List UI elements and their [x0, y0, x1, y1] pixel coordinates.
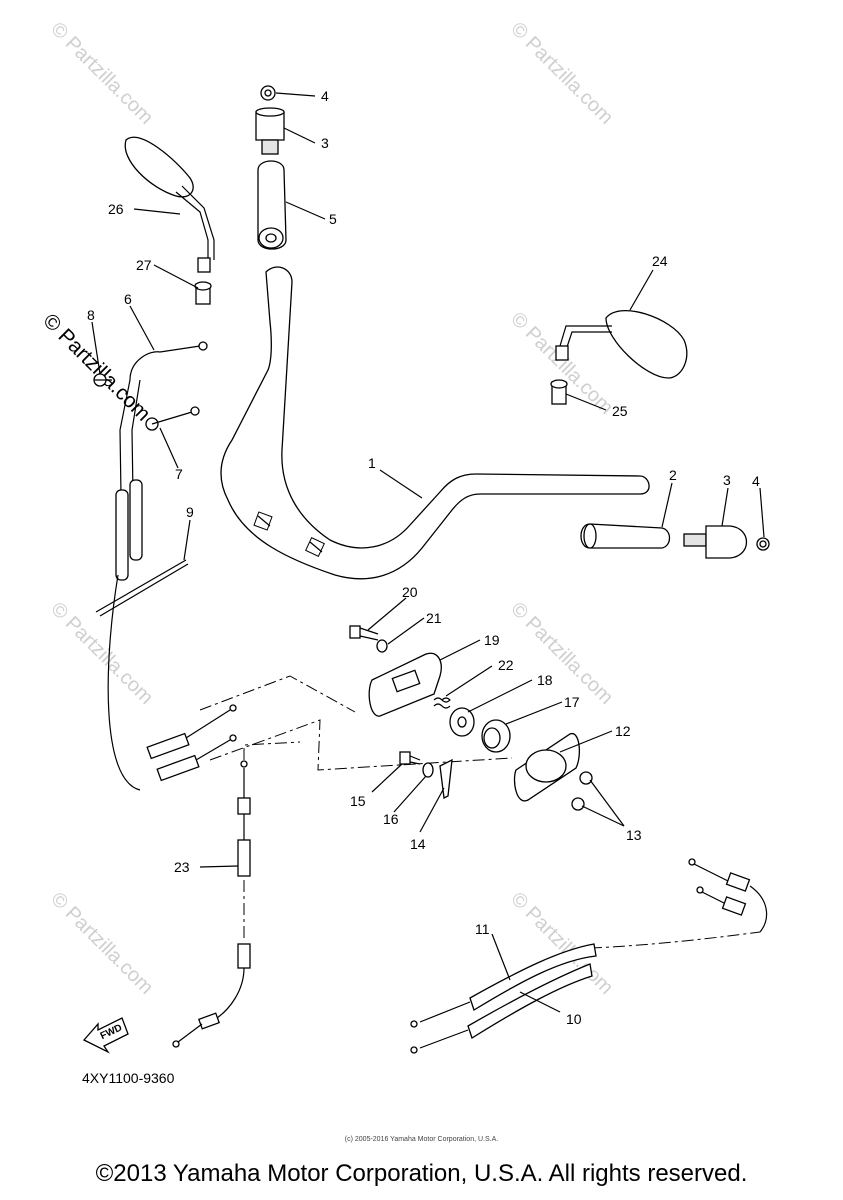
callout-6[interactable]: 6: [124, 291, 132, 307]
part-3-bar-end-right[interactable]: [683, 525, 747, 559]
callout-16[interactable]: 16: [383, 811, 399, 827]
watermark: © Partzilla.com: [46, 888, 157, 999]
watermark: © Partzilla.com: [506, 18, 617, 129]
callout-25[interactable]: 25: [612, 403, 628, 419]
part-23-cable[interactable]: [172, 760, 251, 1048]
callout-7[interactable]: 7: [175, 466, 183, 482]
part-7-clamp[interactable]: [145, 406, 200, 431]
part-2-grip[interactable]: [580, 523, 671, 549]
part-14-clip[interactable]: [439, 758, 453, 799]
callout-3[interactable]: 3: [321, 135, 329, 151]
part-19-housing[interactable]: [368, 652, 442, 717]
callout-20[interactable]: 20: [402, 584, 418, 600]
part-6-cable-guide[interactable]: [115, 341, 208, 581]
callouts: 4 3 5 26 27 24 25 8 6 7 9 1 2 3 4 20 21 …: [87, 88, 760, 1027]
part-18-pulley[interactable]: [449, 707, 475, 737]
callout-22[interactable]: 22: [498, 657, 514, 673]
throttle-cable-ends[interactable]: [146, 704, 237, 782]
part-12-cover[interactable]: [513, 733, 581, 802]
part-9-cable-tie[interactable]: [95, 559, 189, 617]
part-4-nut-top[interactable]: [260, 85, 276, 101]
watermark-dark: © Partzilla.com: [38, 309, 154, 425]
small-copyright: (c) 2005-2016 Yamaha Motor Corporation, …: [344, 1136, 499, 1143]
part-1-handlebar[interactable]: [220, 266, 650, 580]
callout-17[interactable]: 17: [564, 694, 580, 710]
callout-2[interactable]: 2: [669, 467, 677, 483]
part-4-nut-right[interactable]: [756, 537, 770, 551]
callout-12[interactable]: 12: [615, 723, 631, 739]
assembly-line: [589, 931, 761, 949]
part-27-adapter-left[interactable]: [194, 281, 212, 305]
cable-left-long: [107, 574, 141, 791]
part-13-nuts[interactable]: [571, 771, 593, 811]
callout-26[interactable]: 26: [108, 201, 124, 217]
part-20-bolt[interactable]: [349, 625, 379, 641]
part-21-washer[interactable]: [376, 639, 388, 653]
fwd-arrow-icon: FWD: [82, 1017, 129, 1054]
part-25-adapter-right[interactable]: [550, 379, 568, 405]
assembly-line: [209, 719, 513, 771]
callout-4[interactable]: 4: [321, 88, 329, 104]
watermark: © Partzilla.com: [46, 18, 157, 129]
part-5-grip-left[interactable]: [257, 160, 287, 250]
callout-3[interactable]: 3: [723, 472, 731, 488]
part-11-cable[interactable]: [410, 943, 597, 1028]
callout-14[interactable]: 14: [410, 836, 426, 852]
leader-lines: [91, 92, 765, 1013]
part-15-screw[interactable]: [399, 751, 421, 765]
assembly-line: [199, 675, 356, 713]
part-17-drum[interactable]: [481, 719, 511, 753]
callout-11[interactable]: 11: [475, 921, 490, 937]
callout-23[interactable]: 23: [174, 859, 190, 875]
assembly-line: [243, 741, 301, 760]
callout-13[interactable]: 13: [626, 827, 642, 843]
part-16-washer[interactable]: [422, 762, 434, 778]
copyright-notice: ©2013 Yamaha Motor Corporation, U.S.A. A…: [95, 1160, 748, 1187]
watermark: © Partzilla.com: [506, 598, 617, 709]
part-24-mirror-right[interactable]: [555, 310, 688, 379]
callout-15[interactable]: 15: [350, 793, 366, 809]
callout-10[interactable]: 10: [566, 1011, 582, 1027]
callout-21[interactable]: 21: [426, 610, 442, 626]
callout-18[interactable]: 18: [537, 672, 553, 688]
callout-19[interactable]: 19: [484, 632, 500, 648]
part-26-mirror-left[interactable]: [124, 136, 215, 273]
callout-8[interactable]: 8: [87, 307, 95, 323]
part-10-cable[interactable]: [410, 963, 593, 1054]
callout-5[interactable]: 5: [329, 211, 337, 227]
callout-27[interactable]: 27: [136, 257, 152, 273]
callout-9[interactable]: 9: [186, 504, 194, 520]
callout-24[interactable]: 24: [652, 253, 668, 269]
diagram-code: 4XY1100-9360: [82, 1070, 175, 1086]
callout-4[interactable]: 4: [752, 473, 760, 489]
callout-1[interactable]: 1: [368, 455, 376, 471]
cable-ends-right[interactable]: [688, 858, 768, 933]
part-22-spring[interactable]: [433, 697, 451, 709]
part-3-bar-end-top[interactable]: [255, 107, 285, 155]
